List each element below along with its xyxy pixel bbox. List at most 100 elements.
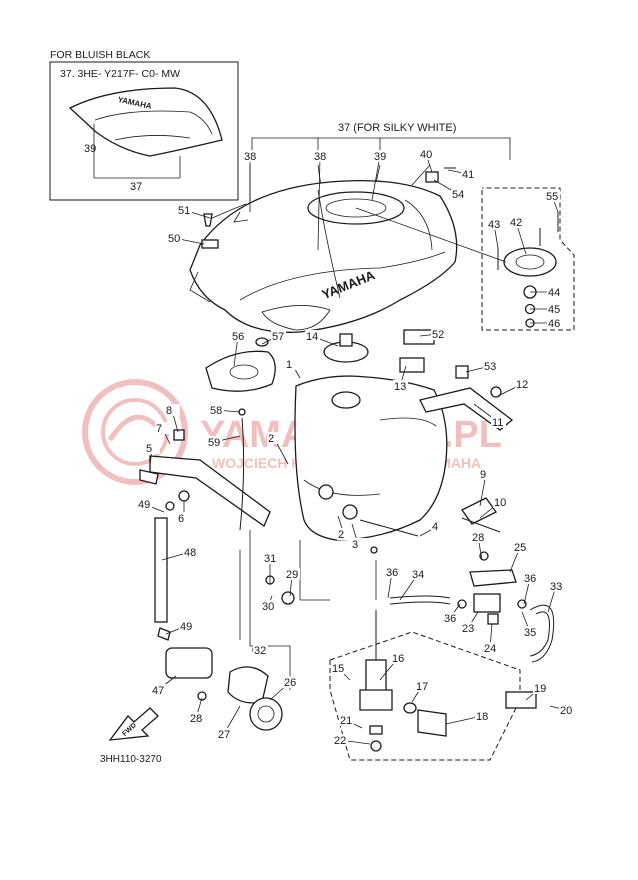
inset-label-37: 37: [130, 181, 142, 193]
part-label-28: 28: [472, 532, 484, 544]
cap-and-gasket: [205, 329, 469, 392]
bracket-11: [419, 386, 514, 431]
part-label-bg: [419, 148, 434, 160]
part-label-31: 31: [264, 553, 276, 565]
part-label-47: 47: [152, 685, 164, 697]
part-label-bg: [483, 360, 498, 372]
part-label-36: 36: [444, 613, 456, 625]
part-label-23: 23: [462, 623, 474, 635]
part-label-34: 34: [412, 569, 424, 581]
part-label-bg: [267, 432, 282, 444]
part-label-bg: [559, 704, 574, 716]
part-label-46: 46: [548, 318, 560, 330]
part-leader-line: [371, 155, 381, 201]
left-bracket: [139, 429, 271, 527]
part-label-bg: [515, 378, 530, 390]
part-label-57: 57: [272, 331, 284, 343]
part-label-bg: [337, 528, 352, 540]
part-label-bg: [549, 580, 564, 592]
part-label-19: 19: [534, 683, 546, 695]
fuel-tank: YAMAHA: [189, 180, 458, 333]
part-label-bg: [155, 422, 170, 434]
part-label-bg: [179, 620, 194, 632]
part-leader-line: [317, 155, 321, 251]
part-label-59: 59: [208, 437, 220, 449]
part-label-2: 2: [338, 529, 344, 541]
bracket-25: [469, 551, 517, 587]
part-label-bg: [547, 317, 562, 329]
part-label-54: 54: [452, 189, 464, 201]
part-label-28: 28: [190, 713, 202, 725]
part-label-bg: [339, 714, 354, 726]
part-label-2: 2: [268, 433, 274, 445]
part-label-bg: [451, 188, 466, 200]
part-label-bg: [209, 404, 224, 416]
part-label-18: 18: [476, 711, 488, 723]
part-label-bg: [391, 652, 406, 664]
part-label-41: 41: [462, 169, 474, 181]
connector-lines: [239, 530, 377, 690]
fuel-pump: [165, 575, 295, 731]
part-label-bg: [533, 682, 548, 694]
part-label-48: 48: [184, 547, 196, 559]
part-label-bg: [513, 541, 528, 553]
part-label-36: 36: [386, 567, 398, 579]
part-label-bg: [491, 416, 506, 428]
inset-label-39: 39: [84, 143, 96, 155]
part-label-bg: [207, 436, 222, 448]
filter-hoses: [389, 593, 555, 709]
part-label-bg: [431, 520, 446, 532]
part-label-5: 5: [146, 443, 152, 455]
part-label-13: 13: [394, 381, 406, 393]
part-label-44: 44: [548, 287, 560, 299]
part-label-bg: [523, 572, 538, 584]
part-label-42: 42: [510, 217, 522, 229]
part-label-24: 24: [484, 643, 496, 655]
part-label-bg: [183, 546, 198, 558]
part-label-22: 22: [334, 735, 346, 747]
part-label-17: 17: [416, 681, 428, 693]
variant-title: FOR BLUISH BLACK: [50, 49, 150, 61]
part-label-25: 25: [514, 542, 526, 554]
hoses: [154, 408, 246, 641]
part-label-55: 55: [546, 191, 558, 203]
part-label-29: 29: [286, 569, 298, 581]
part-label-52: 52: [432, 329, 444, 341]
part-label-bg: [483, 642, 498, 654]
part-label-38: 38: [314, 151, 326, 163]
part-label-45: 45: [548, 304, 560, 316]
part-label-bg: [461, 622, 476, 634]
part-label-49: 49: [180, 621, 192, 633]
part-label-27: 27: [218, 729, 230, 741]
part-label-bg: [263, 552, 278, 564]
part-label-bg: [285, 568, 300, 580]
part-label-40: 40: [420, 149, 432, 161]
part-label-bg: [545, 190, 560, 202]
part-label-12: 12: [516, 379, 528, 391]
part-label-bg: [479, 468, 494, 480]
part-label-bg: [261, 600, 276, 612]
diagram-code: 3HH110-3270: [100, 754, 162, 765]
part-label-bg: [333, 734, 348, 746]
part-label-bg: [331, 662, 346, 674]
part-label-58: 58: [210, 405, 222, 417]
part-label-bg: [509, 216, 524, 228]
part-label-7: 7: [156, 423, 162, 435]
part-label-6: 6: [178, 513, 184, 525]
part-label-9: 9: [480, 469, 486, 481]
part-label-bg: [547, 303, 562, 315]
part-label-20: 20: [560, 705, 572, 717]
part-label-bg: [243, 150, 258, 162]
part-label-bg: [167, 232, 182, 244]
part-label-11: 11: [492, 417, 503, 429]
part-label-bg: [231, 330, 246, 342]
front-arrow: FWD: [108, 707, 159, 741]
part-label-bg: [393, 380, 408, 392]
part-label-21: 21: [340, 715, 352, 727]
part-label-bg: [547, 286, 562, 298]
part-label-30: 30: [262, 601, 274, 613]
part-label-bg: [189, 712, 204, 724]
inset-frame: [49, 61, 239, 201]
reserve-tank: [294, 375, 448, 554]
